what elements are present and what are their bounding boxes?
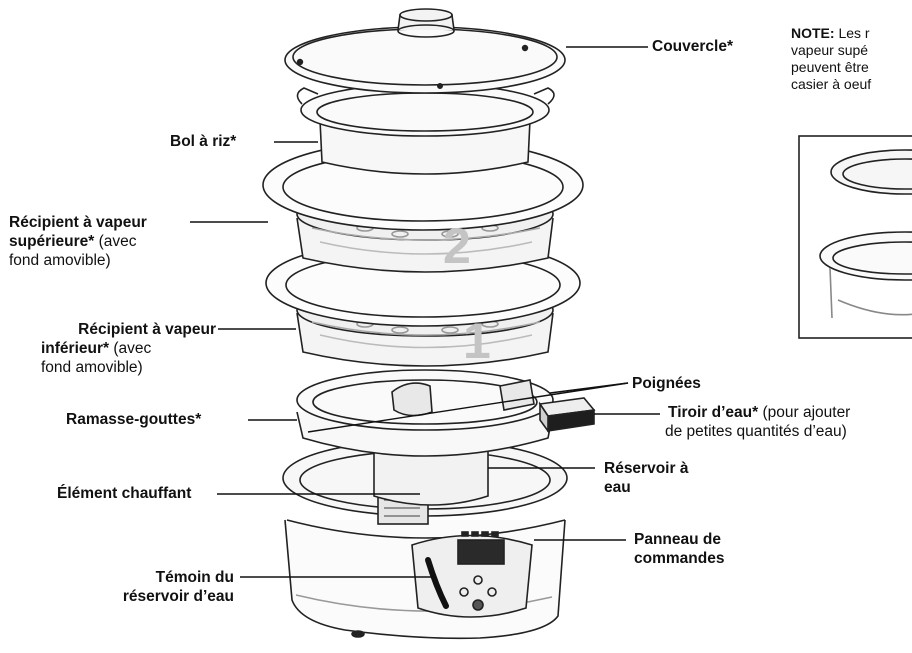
label-couvercle: Couvercle* (652, 38, 733, 55)
note-inset-illustration (798, 135, 912, 339)
label-temoin-reservoir: Témoin du réservoir d’eau (122, 569, 234, 605)
tier-number-lower: 1 (463, 313, 491, 369)
label-panneau-commandes: Panneau de commandes (634, 531, 725, 567)
label-ramasse-gouttes: Ramasse-gouttes* (66, 411, 202, 428)
label-element-chauffant: Élément chauffant (57, 485, 192, 502)
label-recipient-inferieur: Récipient à vapeur inférieur* (avec fond… (41, 321, 216, 376)
leader-poignee-right (549, 382, 629, 394)
label-recipient-superieur: Récipient à vapeur supérieure* (avec fon… (9, 214, 147, 269)
leader-poignee-left (307, 382, 629, 433)
lid (284, 8, 566, 94)
water-drawer (538, 397, 596, 434)
label-reservoir-eau: Réservoir à eau (604, 460, 689, 496)
leader-lines (190, 46, 660, 578)
note-text: NOTE: Les r vapeur supé peuvent être cas… (791, 25, 872, 92)
water-level-indicator (425, 557, 449, 609)
drip-tray (296, 369, 554, 457)
label-tiroir-eau: Tiroir d’eau* (pour ajouter de petites q… (665, 404, 851, 440)
tier-number-upper: 2 (443, 218, 471, 274)
rice-bowl (296, 83, 555, 175)
label-poignees: Poignées (632, 375, 701, 392)
label-bol-riz: Bol à riz* (170, 133, 237, 150)
